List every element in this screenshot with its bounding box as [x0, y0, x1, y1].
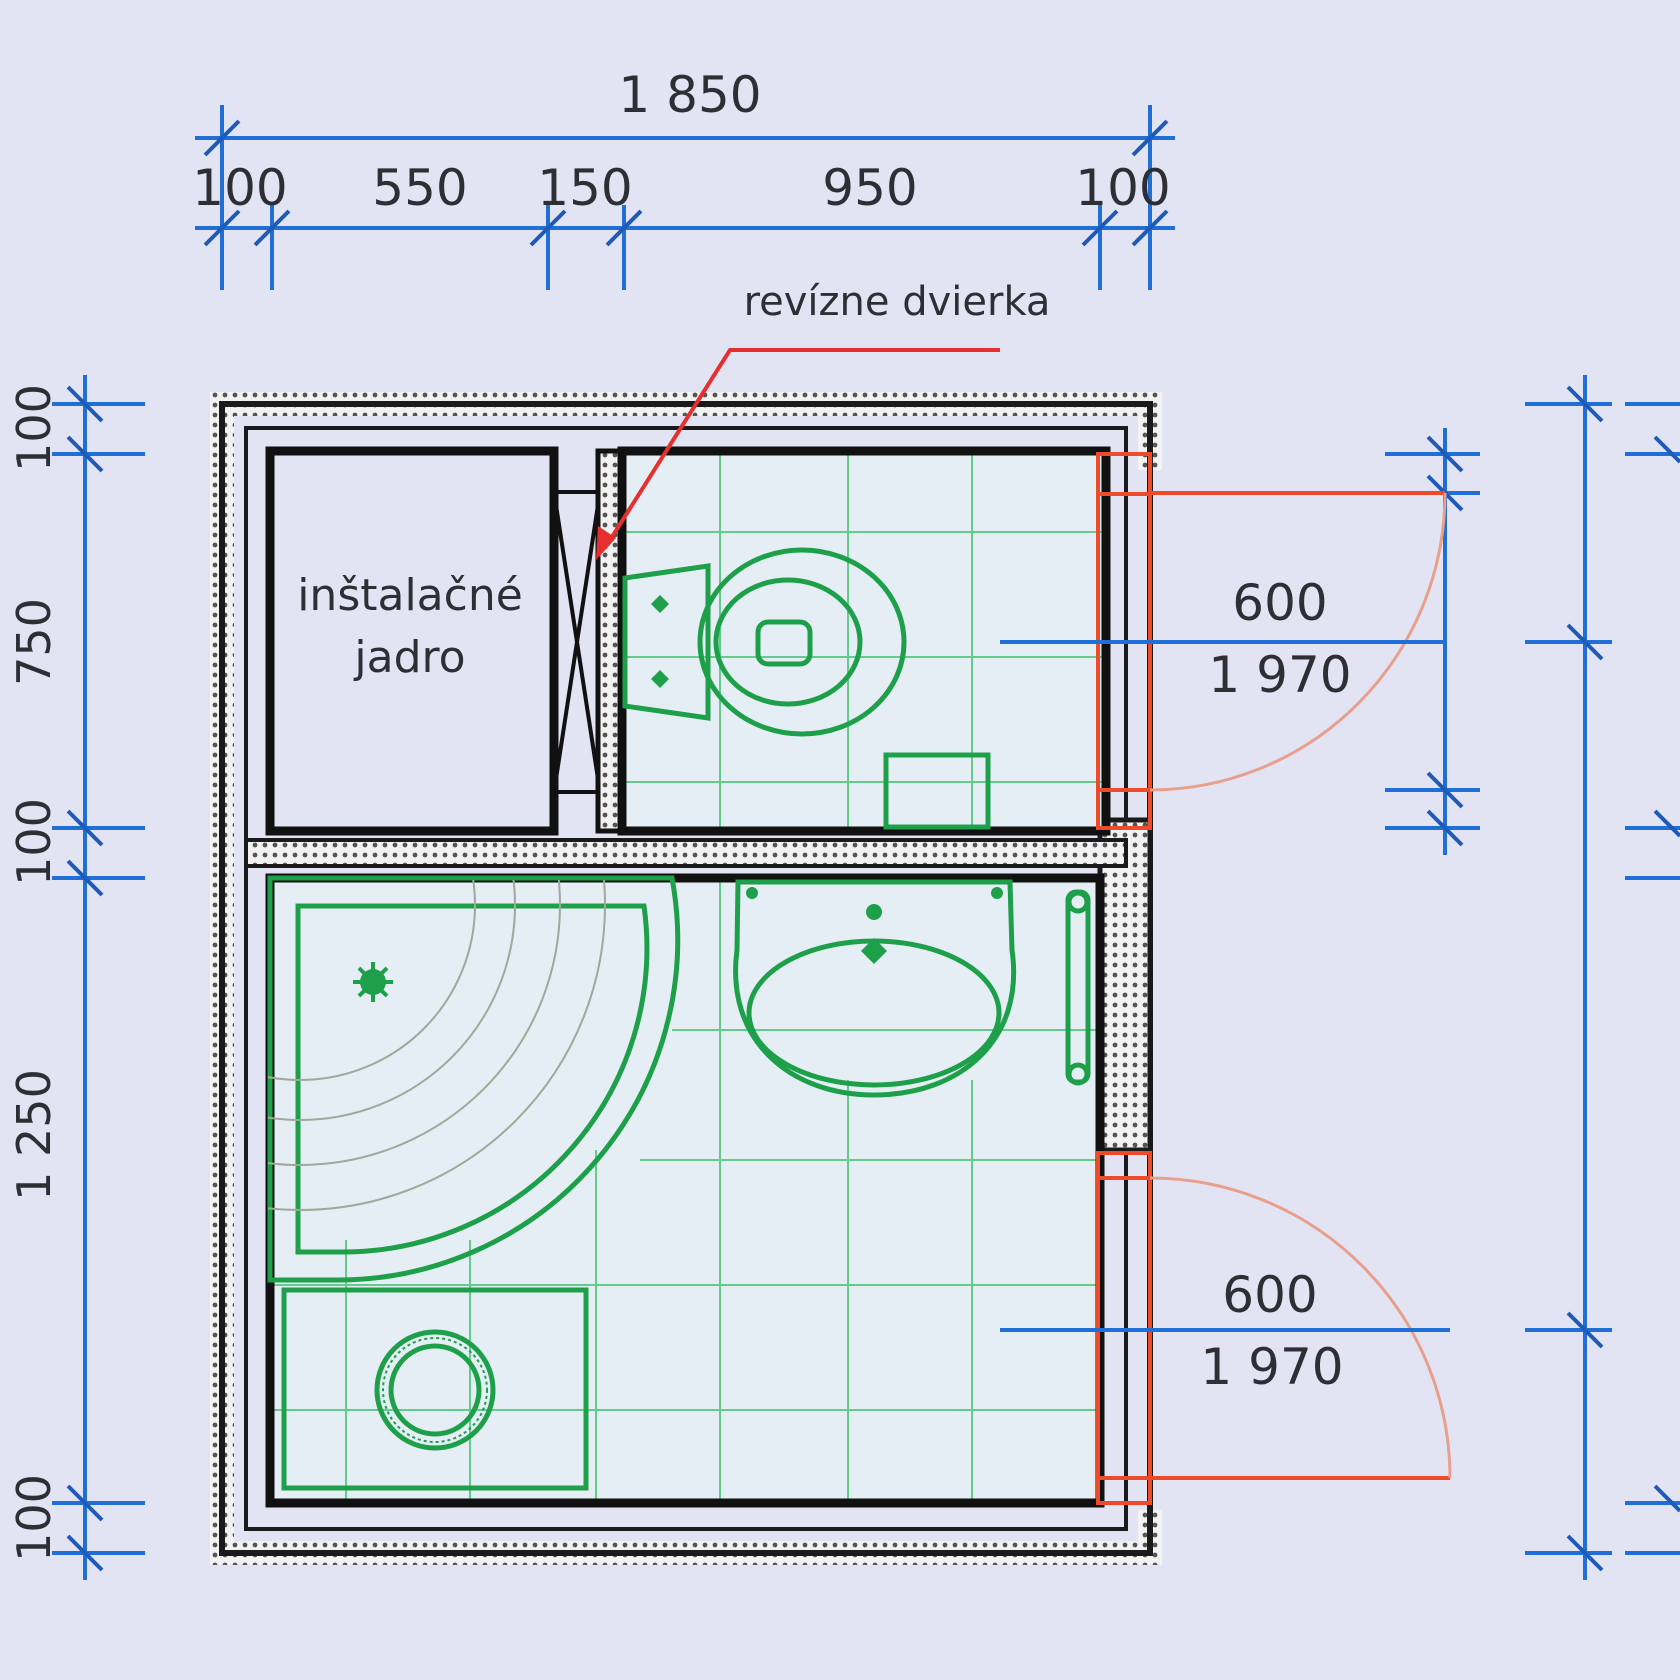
top-dimension-4: 950	[822, 159, 917, 217]
left-dimension-3: 100	[7, 798, 61, 886]
toilet	[622, 547, 991, 830]
door-upper-height: 1 970	[1208, 646, 1351, 704]
left-dimension-1: 100	[7, 384, 61, 472]
outer-wall	[210, 392, 1162, 1565]
service-shaft	[552, 490, 602, 794]
towel-rail	[1065, 889, 1091, 1086]
top-dimension-2: 550	[372, 159, 467, 217]
inspection-door-annotation: revízne dvierka	[744, 279, 1051, 325]
installation-core-label-line2: jadro	[353, 632, 465, 683]
left-dimension-lines	[52, 375, 145, 1580]
installation-core	[265, 446, 559, 836]
top-total-dimension: 1 850	[618, 66, 761, 124]
door-lower-height: 1 970	[1200, 1338, 1343, 1396]
left-dimension-5: 100	[7, 1474, 61, 1562]
top-dimension-1: 100	[192, 159, 287, 217]
top-dimension-lines	[195, 105, 1175, 290]
shower-tray	[267, 875, 681, 1283]
left-dimension-2: 750	[7, 598, 61, 686]
installation-core-label-line1: inštalačné	[297, 570, 523, 621]
top-dimension-3: 150	[537, 159, 632, 217]
top-dimension-5: 100	[1075, 159, 1170, 217]
right-dimension-lines	[1385, 375, 1680, 1580]
washbasin	[733, 879, 1016, 1098]
door-upper-width: 600	[1232, 574, 1327, 632]
door-lower-width: 600	[1222, 1266, 1317, 1324]
annotation-arrow	[596, 348, 1000, 560]
left-dimension-4: 1 250	[7, 1069, 61, 1201]
washing-machine	[281, 1287, 589, 1491]
